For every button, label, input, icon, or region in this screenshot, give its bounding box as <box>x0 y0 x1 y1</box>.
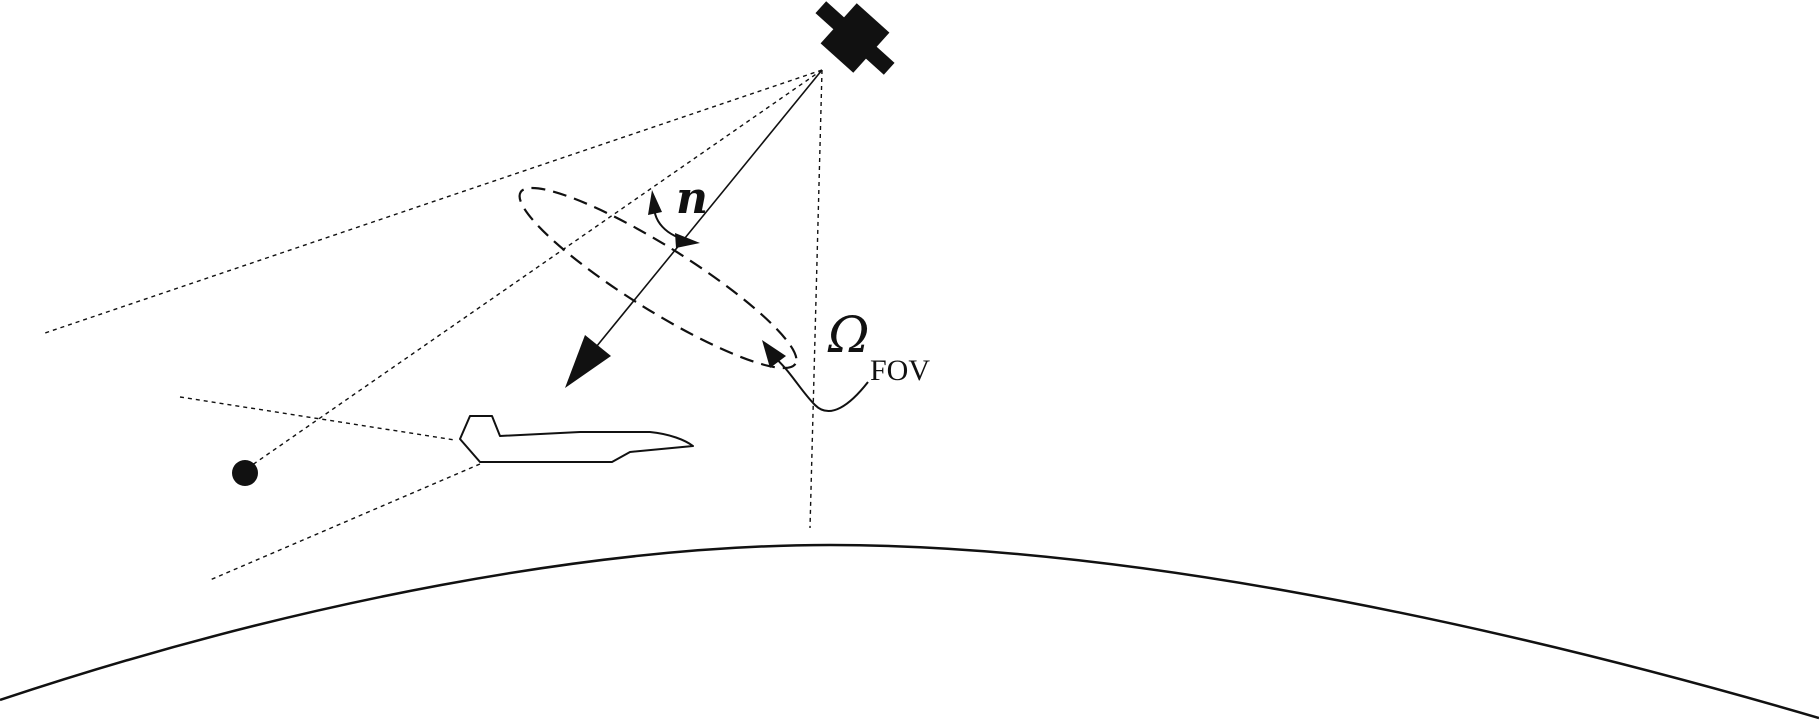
angle-arc-arrowhead-top <box>648 190 662 215</box>
aircraft-sight-line-upper <box>179 396 456 441</box>
omega-fov-leader-arrowhead <box>762 340 786 368</box>
satellite-icon <box>815 1 895 75</box>
hypersonic-vehicle-icon <box>459 415 694 463</box>
normal-vector-label: n <box>676 173 708 224</box>
aircraft-sight-group <box>179 396 481 581</box>
nadir-line <box>809 69 823 529</box>
omega-fov-leader-curve <box>771 354 869 412</box>
angle-arc-arrowhead-right <box>675 233 700 248</box>
point-target-icon <box>232 460 258 486</box>
fov-subscript-label: FOV <box>870 354 930 387</box>
normal-vector-line <box>591 69 823 353</box>
line-of-sight-group <box>44 69 823 529</box>
earth-surface-curve <box>0 543 1819 720</box>
target-sight-line <box>244 69 823 471</box>
normal-vector-arrowhead <box>565 335 611 388</box>
fov-symbol-label: Ω <box>827 306 869 364</box>
aircraft-sight-line-lower <box>209 463 481 581</box>
fov-ellipse <box>518 186 798 370</box>
fov-edge-line-upper <box>44 69 823 334</box>
